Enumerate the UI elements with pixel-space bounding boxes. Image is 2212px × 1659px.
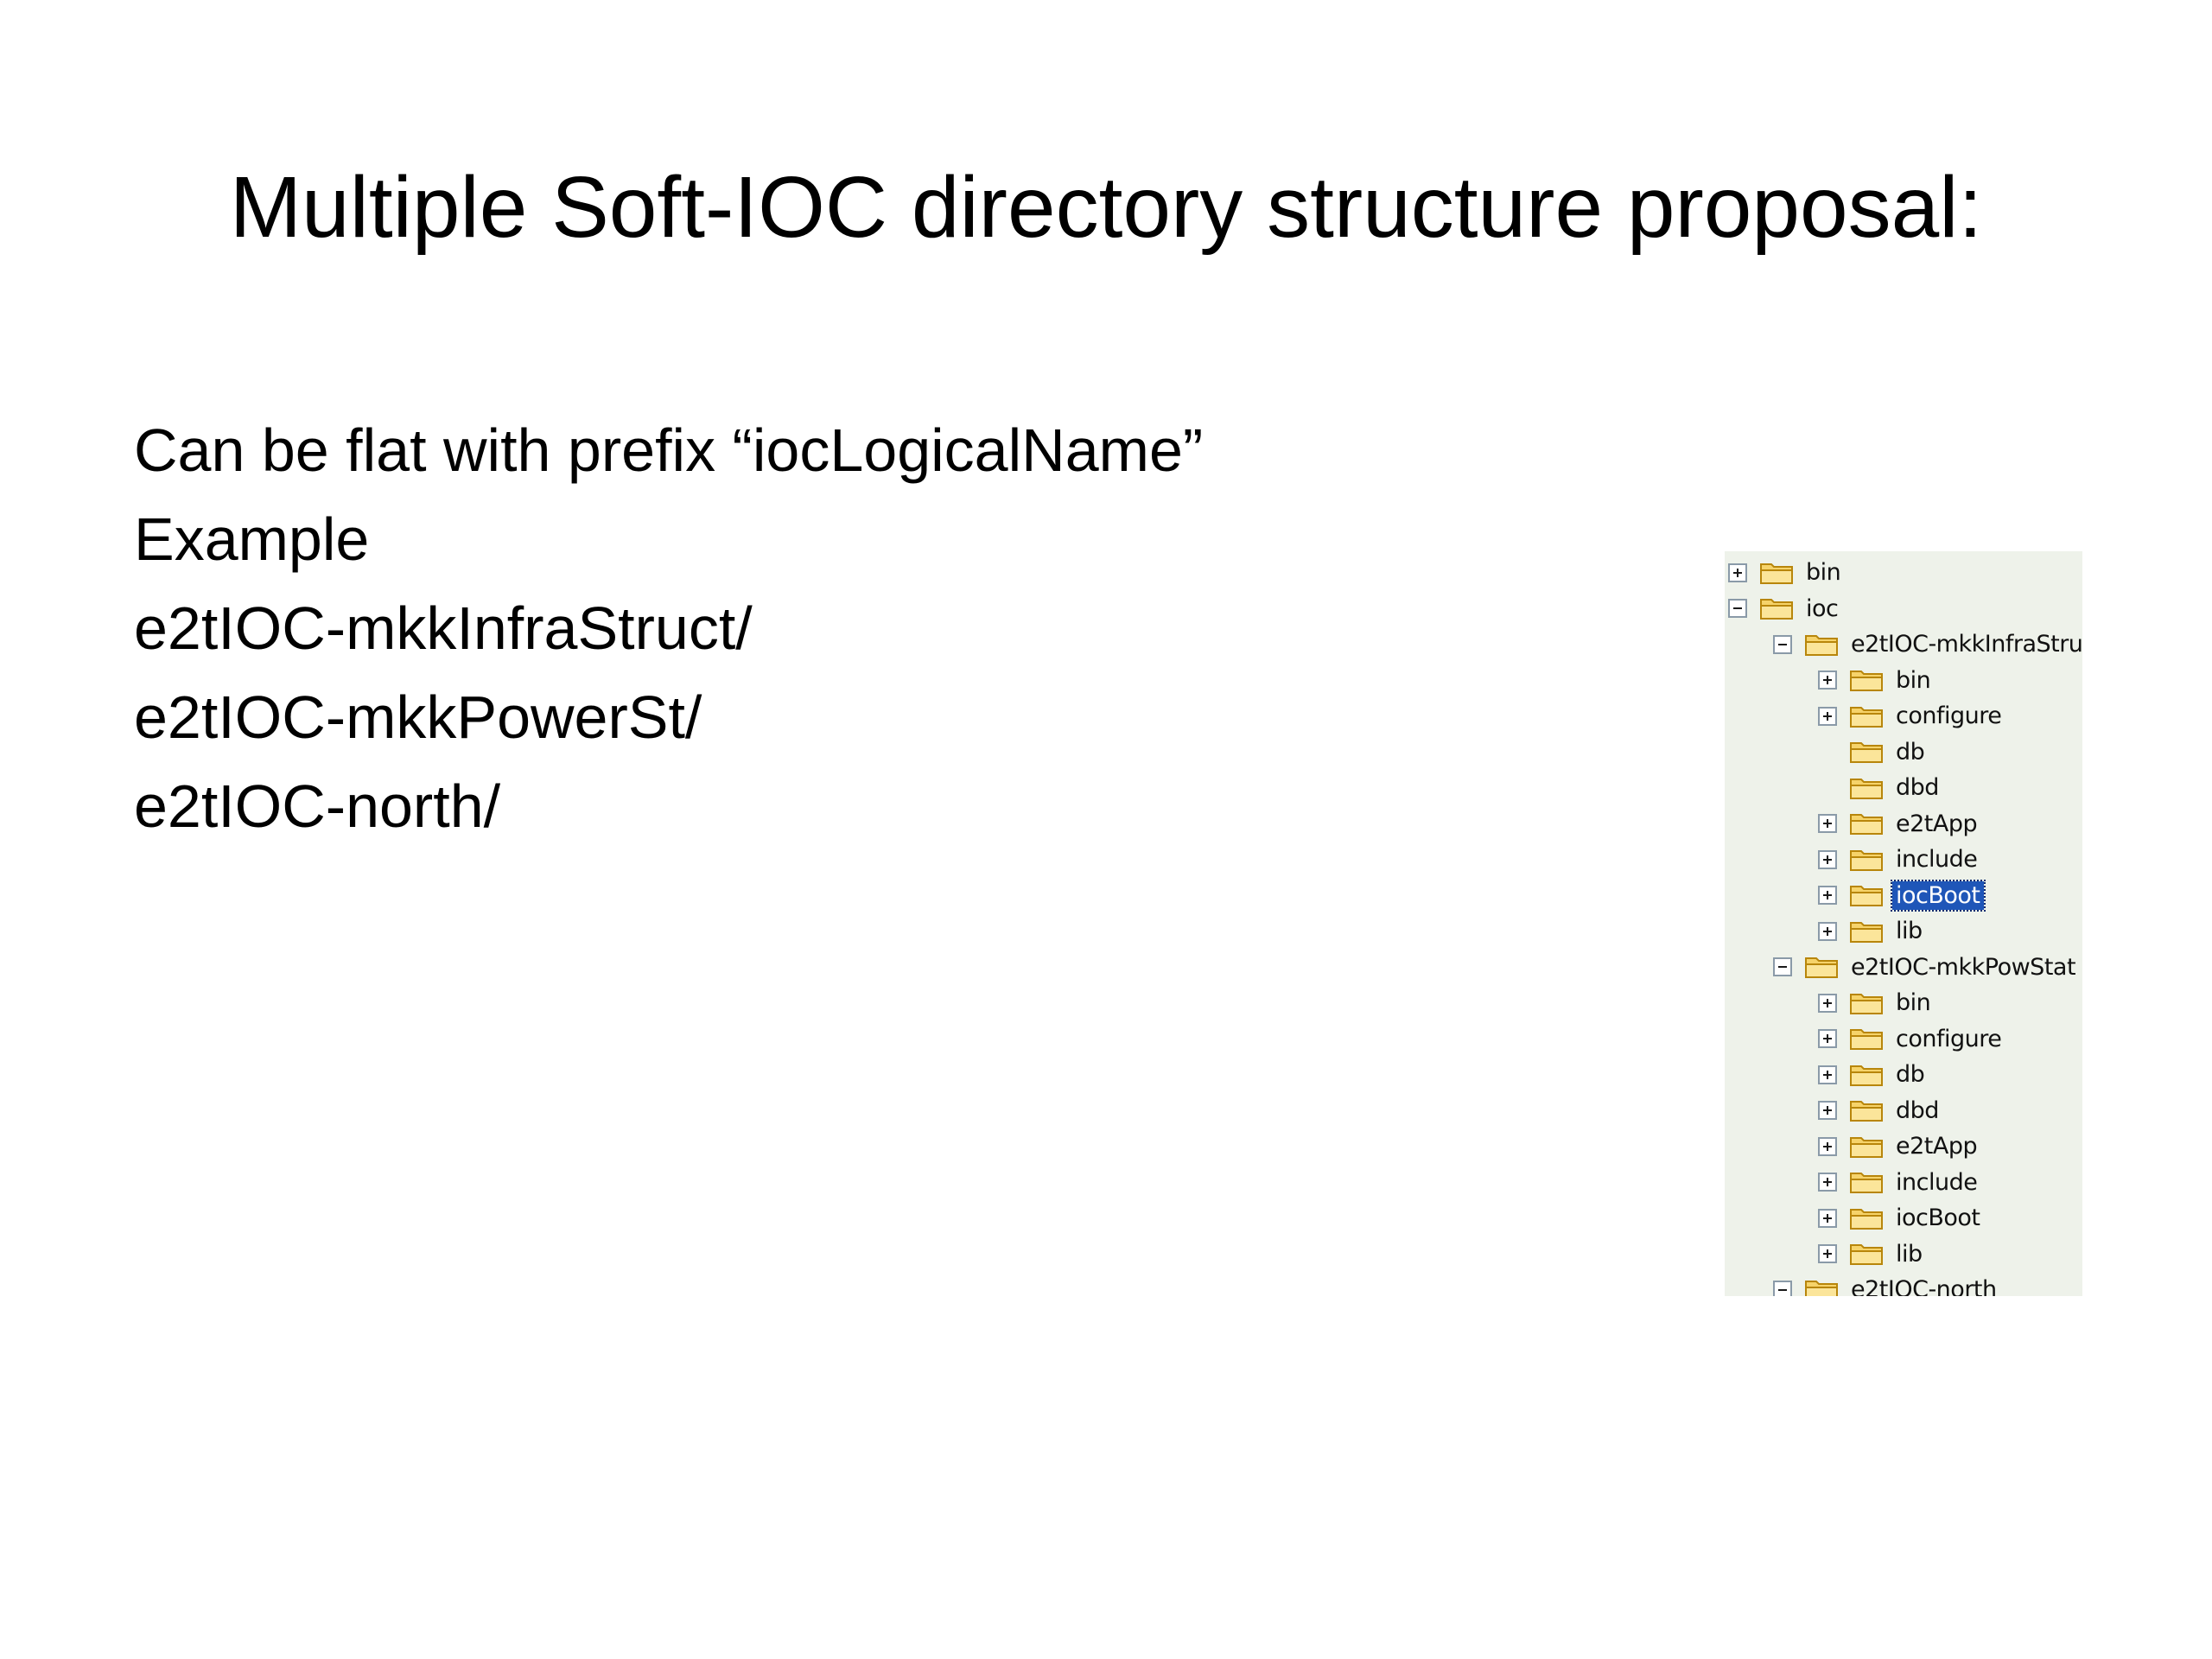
tree-item-label: include (1896, 846, 1978, 874)
folder-icon (1850, 1208, 1883, 1230)
expand-icon[interactable] (1818, 706, 1837, 726)
folder-icon (1850, 993, 1883, 1014)
collapse-icon[interactable] (1773, 1280, 1792, 1296)
folder-icon (1805, 1280, 1838, 1296)
expand-icon[interactable] (1818, 671, 1837, 690)
tree-item[interactable]: configure (1818, 1021, 2005, 1058)
tree-item-label: bin (1896, 666, 1931, 694)
tree-item[interactable]: e2tIOC-north (1773, 1272, 2000, 1296)
tree-item[interactable]: include (1818, 1165, 1980, 1201)
expander-spacer (1818, 742, 1837, 761)
tree-item[interactable]: e2tApp (1818, 1128, 1980, 1165)
slide-title: Multiple Soft-IOC directory structure pr… (229, 159, 1983, 256)
tree-item[interactable]: e2tIOC-mkkPowStat (1773, 950, 2079, 986)
tree-item-label: lib (1896, 1240, 1923, 1268)
expand-icon[interactable] (1818, 849, 1837, 869)
folder-icon (1850, 778, 1883, 799)
tree-item[interactable]: bin (1818, 663, 1934, 699)
collapse-icon[interactable] (1728, 599, 1747, 619)
expand-icon[interactable] (1818, 1244, 1837, 1264)
tree-item-label: e2tApp (1896, 810, 1978, 837)
tree-item[interactable]: db (1818, 1057, 1928, 1093)
expand-icon[interactable] (1818, 1101, 1837, 1121)
expander-spacer (1818, 779, 1837, 798)
tree-item-label: e2tIOC-mkkInfraStru (1851, 631, 2082, 658)
folder-icon (1850, 1173, 1883, 1194)
body-line-infrastruct: e2tIOC-mkkInfraStruct/ (134, 594, 753, 662)
tree-item-label: e2tIOC-mkkPowStat (1851, 953, 2076, 981)
tree-item[interactable]: include (1818, 842, 1980, 878)
folder-icon (1760, 599, 1793, 620)
body-line-north: e2tIOC-north/ (134, 772, 501, 840)
tree-item-label: e2tIOC-north (1851, 1276, 1997, 1296)
folder-icon (1805, 957, 1838, 979)
folder-icon (1850, 742, 1883, 764)
expand-icon[interactable] (1728, 563, 1747, 582)
tree-item[interactable]: ioc (1728, 591, 1841, 627)
tree-item[interactable]: lib (1818, 913, 1926, 950)
expand-icon[interactable] (1818, 886, 1837, 906)
tree-item-label: configure (1896, 1025, 2002, 1052)
body-text: Can be flat with prefix “iocLogicalName”… (134, 406, 1203, 851)
expand-icon[interactable] (1818, 1136, 1837, 1156)
tree-item-label: iocBoot (1891, 879, 1986, 912)
expand-icon[interactable] (1818, 1029, 1837, 1049)
body-line-prefix: Can be flat with prefix “iocLogicalName” (134, 416, 1204, 484)
expand-icon[interactable] (1818, 1173, 1837, 1192)
tree-item[interactable]: e2tApp (1818, 806, 1980, 842)
expand-icon[interactable] (1818, 993, 1837, 1013)
folder-icon (1850, 921, 1883, 943)
tree-item-label: iocBoot (1896, 1205, 1980, 1232)
tree-item[interactable]: dbd (1818, 770, 1942, 806)
tree-item-label: lib (1896, 918, 1923, 945)
body-line-example: Example (134, 505, 370, 573)
folder-icon (1850, 814, 1883, 836)
tree-item[interactable]: e2tIOC-mkkInfraStru (1773, 626, 2082, 663)
tree-item-label: bin (1896, 989, 1931, 1017)
tree-item[interactable]: bin (1728, 555, 1844, 591)
folder-icon (1850, 1136, 1883, 1158)
expand-icon[interactable] (1818, 921, 1837, 941)
tree-item-label: bin (1806, 559, 1841, 587)
tree-item-label: db (1896, 738, 1925, 766)
tree-item[interactable]: iocBoot (1818, 1200, 1984, 1236)
body-line-powerst: e2tIOC-mkkPowerSt/ (134, 683, 702, 751)
collapse-icon[interactable] (1773, 634, 1792, 654)
tree-item-label: db (1896, 1061, 1925, 1089)
tree-item-label: include (1896, 1168, 1978, 1196)
folder-icon (1850, 1101, 1883, 1122)
tree-item-label: configure (1896, 702, 2002, 730)
folder-icon (1850, 849, 1883, 871)
tree-item-label: dbd (1896, 1096, 1939, 1124)
tree-item[interactable]: configure (1818, 698, 2005, 734)
folder-icon (1850, 1029, 1883, 1051)
folder-icon (1850, 886, 1883, 907)
tree-item-label: ioc (1806, 594, 1839, 622)
folder-icon (1850, 706, 1883, 728)
tree-item[interactable]: dbd (1818, 1093, 1942, 1129)
tree-item[interactable]: lib (1818, 1236, 1926, 1273)
folder-icon (1850, 1244, 1883, 1266)
tree-item[interactable]: bin (1818, 985, 1934, 1021)
expand-icon[interactable] (1818, 814, 1837, 834)
collapse-icon[interactable] (1773, 957, 1792, 977)
tree-item-label: e2tApp (1896, 1133, 1978, 1160)
expand-icon[interactable] (1818, 1208, 1837, 1228)
folder-icon (1850, 1065, 1883, 1086)
tree-item-label: dbd (1896, 774, 1939, 802)
expand-icon[interactable] (1818, 1065, 1837, 1084)
folder-icon (1850, 671, 1883, 692)
tree-item[interactable]: db (1818, 734, 1928, 771)
tree-item[interactable]: iocBoot (1818, 878, 1986, 914)
folder-icon (1805, 634, 1838, 656)
folder-icon (1760, 563, 1793, 584)
